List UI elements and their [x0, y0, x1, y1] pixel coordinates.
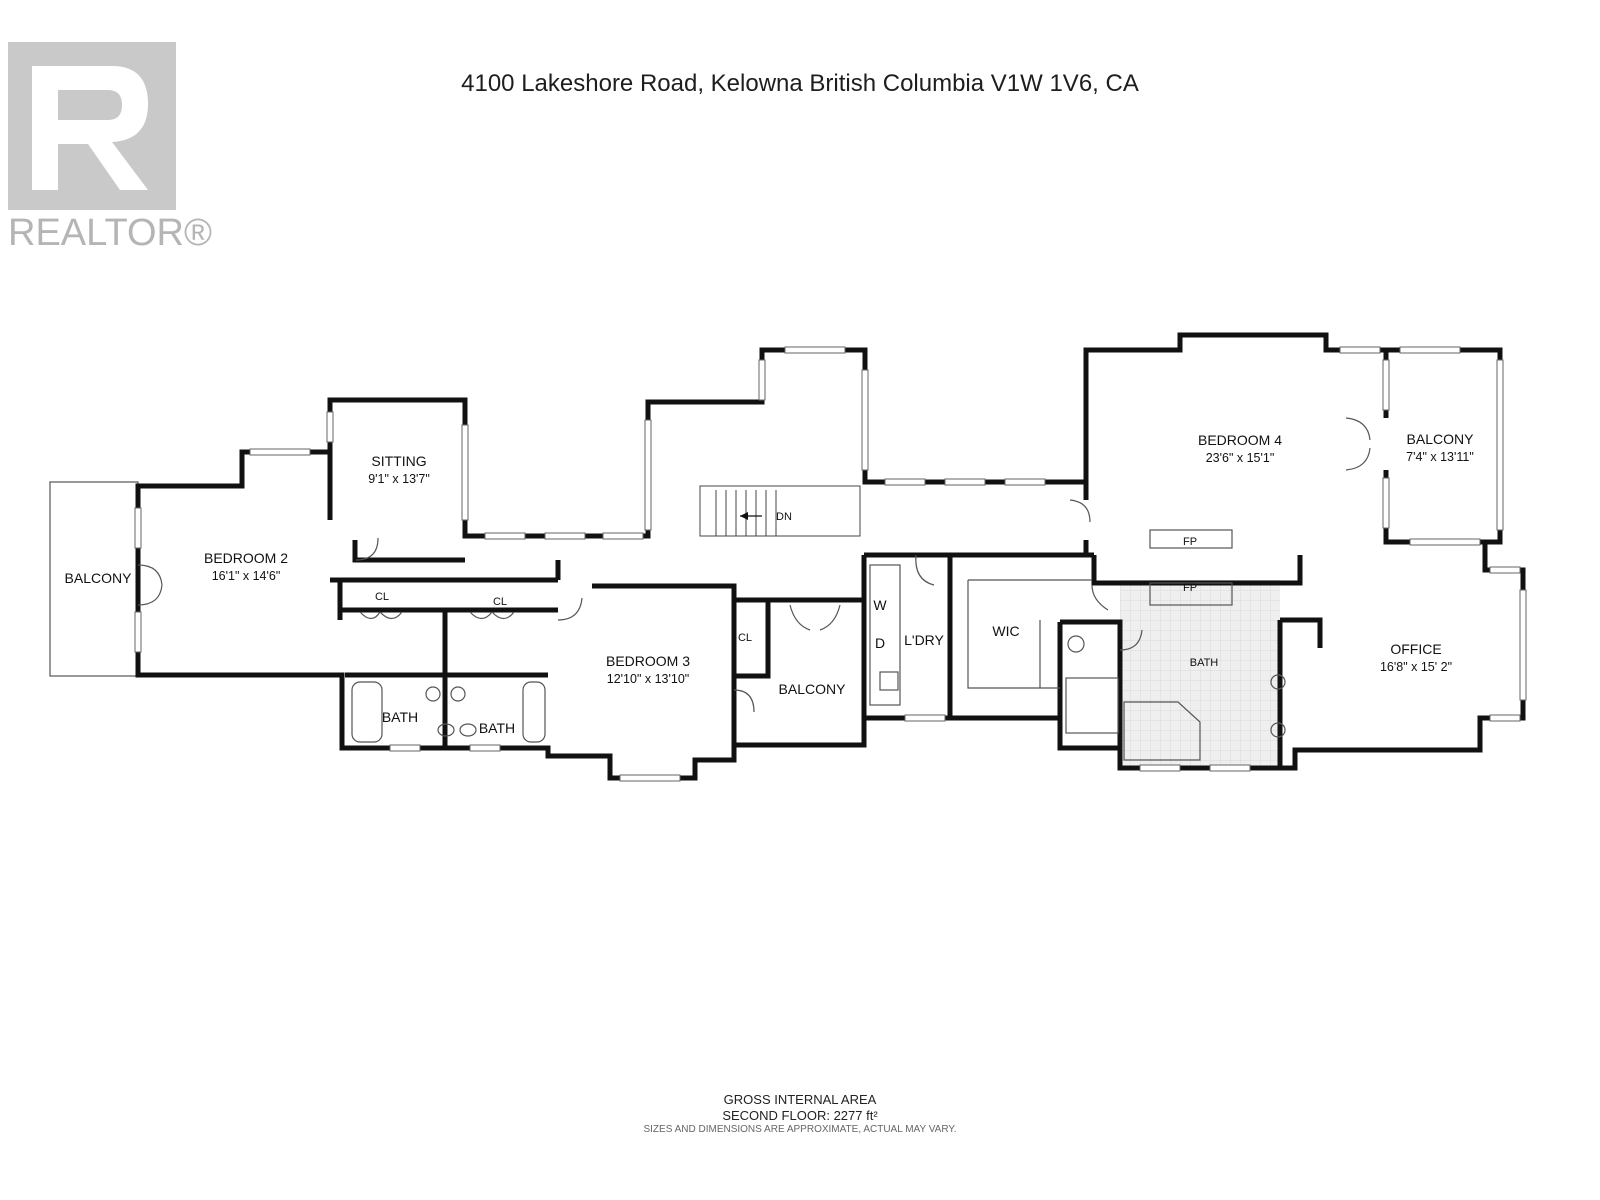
realtor-logo-text: REALTOR®	[8, 212, 212, 254]
floor-area: SECOND FLOOR: 2277 ft²	[722, 1108, 878, 1123]
balcony-left-outline	[49, 481, 139, 677]
property-address: 4100 Lakeshore Road, Kelowna British Col…	[461, 70, 1139, 97]
realtor-r-mark-icon	[8, 42, 176, 210]
realtor-logo: REALTOR®	[8, 42, 212, 254]
door-swings	[137, 417, 1371, 713]
exterior-wall	[135, 332, 1526, 781]
interior-walls	[327, 350, 1500, 768]
disclaimer: SIZES AND DIMENSIONS ARE APPROXIMATE, AC…	[643, 1124, 957, 1135]
fixtures	[351, 529, 1286, 761]
staircase	[699, 485, 861, 537]
windows	[134, 346, 1527, 782]
gross-area-title: GROSS INTERNAL AREA	[723, 1092, 877, 1107]
